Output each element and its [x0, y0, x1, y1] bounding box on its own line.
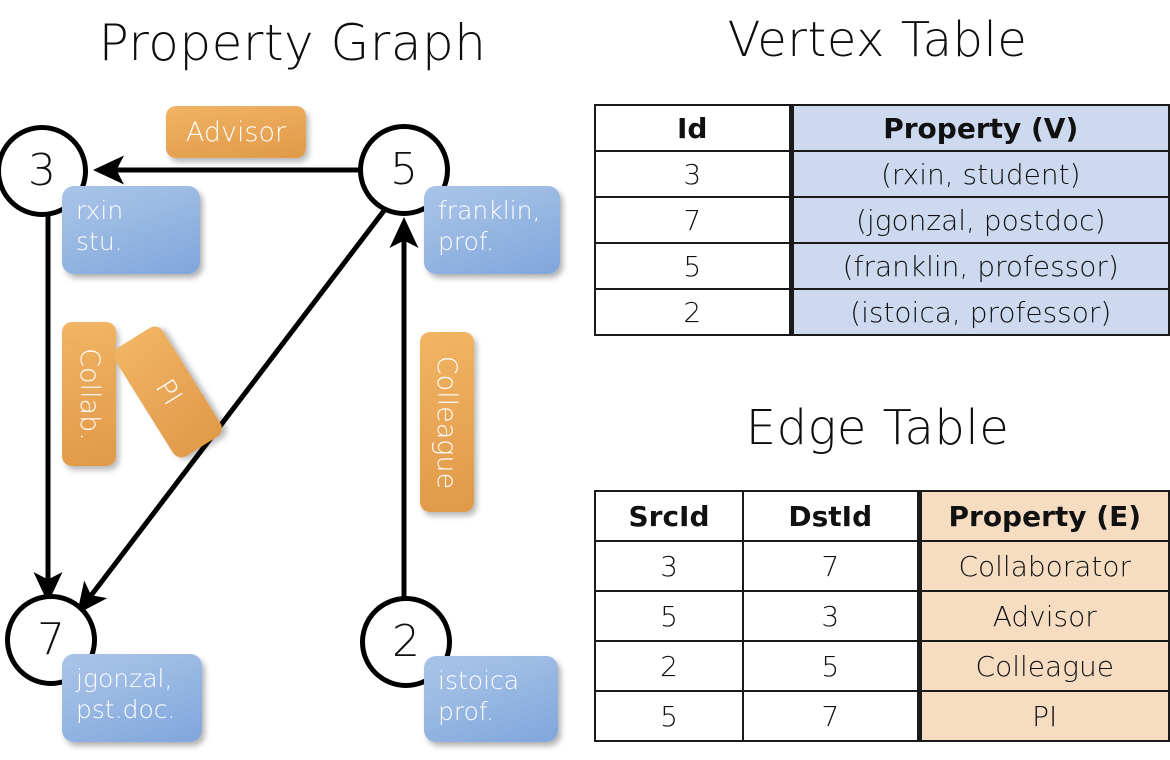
edge-label-pi-text: PI — [148, 373, 188, 411]
graph-node-3-label: 3 — [28, 145, 56, 196]
edge-row-0-property: Collaborator — [916, 540, 1170, 592]
vertex-property-istoica-line2: prof. — [438, 696, 494, 726]
vertex-table-header-row: Id Property (V) — [594, 104, 1170, 152]
vertex-row-2-id: 5 — [594, 242, 792, 290]
edge-table-header-row: SrcId DstId Property (E) — [594, 490, 1170, 542]
vertex-property-franklin-line1: franklin, — [438, 196, 541, 225]
graph-node-5[interactable]: 5 — [358, 124, 450, 216]
vertex-property-franklin-line2: prof. — [438, 226, 494, 256]
vertex-row-2-property: (franklin, professor) — [788, 242, 1170, 290]
page-title-property-graph: Property Graph — [98, 14, 487, 72]
graph-node-5-label: 5 — [390, 144, 418, 195]
vertex-table: Id Property (V) 3 (rxin, student) 7 (jgo… — [594, 104, 1170, 336]
table-row[interactable]: 5 (franklin, professor) — [594, 242, 1170, 290]
edge-table-col-srcid: SrcId — [594, 490, 744, 542]
vertex-row-1-id: 7 — [594, 196, 792, 244]
graph-node-2-label: 2 — [392, 616, 420, 667]
edge-label-collab-text: Collab. — [73, 347, 105, 441]
graph-node-7-label: 7 — [37, 614, 65, 665]
edge-row-1-property: Advisor — [916, 590, 1170, 642]
table-row[interactable]: 3 (rxin, student) — [594, 150, 1170, 198]
table-row[interactable]: 5 3 Advisor — [594, 590, 1170, 642]
edge-row-2-src: 2 — [594, 640, 744, 692]
edge-row-1-src: 5 — [594, 590, 744, 642]
vertex-property-box-istoica[interactable]: istoica prof. — [424, 656, 558, 742]
vertex-row-1-property: (jgonzal, postdoc) — [788, 196, 1170, 244]
page-title-edge-table: Edge Table — [745, 400, 1010, 456]
graph-node-2[interactable]: 2 — [360, 596, 452, 688]
edge-row-3-dst: 7 — [742, 690, 920, 742]
table-row[interactable]: 2 5 Colleague — [594, 640, 1170, 692]
edge-table-col-dstid: DstId — [742, 490, 920, 542]
vertex-property-box-jgonzal[interactable]: jgonzal, pst.doc. — [62, 654, 202, 742]
table-row[interactable]: 3 7 Collaborator — [594, 540, 1170, 592]
vertex-property-jgonzal-line1: jgonzal, — [76, 664, 173, 693]
vertex-row-0-id: 3 — [594, 150, 792, 198]
edge-row-0-src: 3 — [594, 540, 744, 592]
vertex-table-col-id: Id — [594, 104, 792, 152]
edge-table: SrcId DstId Property (E) 3 7 Collaborato… — [594, 490, 1170, 742]
edge-label-advisor[interactable]: Advisor — [166, 106, 306, 158]
edge-label-collab[interactable]: Collab. — [62, 322, 116, 466]
edge-row-0-dst: 7 — [742, 540, 920, 592]
vertex-property-jgonzal-line2: pst.doc. — [76, 694, 176, 724]
vertex-row-3-id: 2 — [594, 288, 792, 336]
edge-row-3-src: 5 — [594, 690, 744, 742]
page-title-vertex-table: Vertex Table — [727, 12, 1028, 68]
vertex-table-col-property: Property (V) — [788, 104, 1170, 152]
table-row[interactable]: 5 7 PI — [594, 690, 1170, 742]
edge-table-col-property: Property (E) — [916, 490, 1170, 542]
vertex-property-istoica-line1: istoica — [438, 666, 520, 695]
vertex-property-box-franklin[interactable]: franklin, prof. — [424, 186, 560, 274]
table-row[interactable]: 2 (istoica, professor) — [594, 288, 1170, 336]
vertex-property-box-rxin[interactable]: rxin stu. — [62, 186, 200, 274]
graph-edges-canvas — [33, 155, 419, 614]
edge-row-2-property: Colleague — [916, 640, 1170, 692]
edge-5-to-7 — [76, 206, 388, 614]
edge-label-colleague[interactable]: Colleague — [420, 332, 474, 512]
edge-label-advisor-text: Advisor — [185, 116, 287, 148]
edge-row-1-dst: 3 — [742, 590, 920, 642]
vertex-property-rxin-line1: rxin — [76, 196, 124, 225]
vertex-property-rxin-line2: stu. — [76, 226, 123, 256]
edge-row-2-dst: 5 — [742, 640, 920, 692]
vertex-row-0-property: (rxin, student) — [788, 150, 1170, 198]
edge-label-colleague-text: Colleague — [431, 355, 463, 489]
vertex-row-3-property: (istoica, professor) — [788, 288, 1170, 336]
edge-row-3-property: PI — [916, 690, 1170, 742]
table-row[interactable]: 7 (jgonzal, postdoc) — [594, 196, 1170, 244]
